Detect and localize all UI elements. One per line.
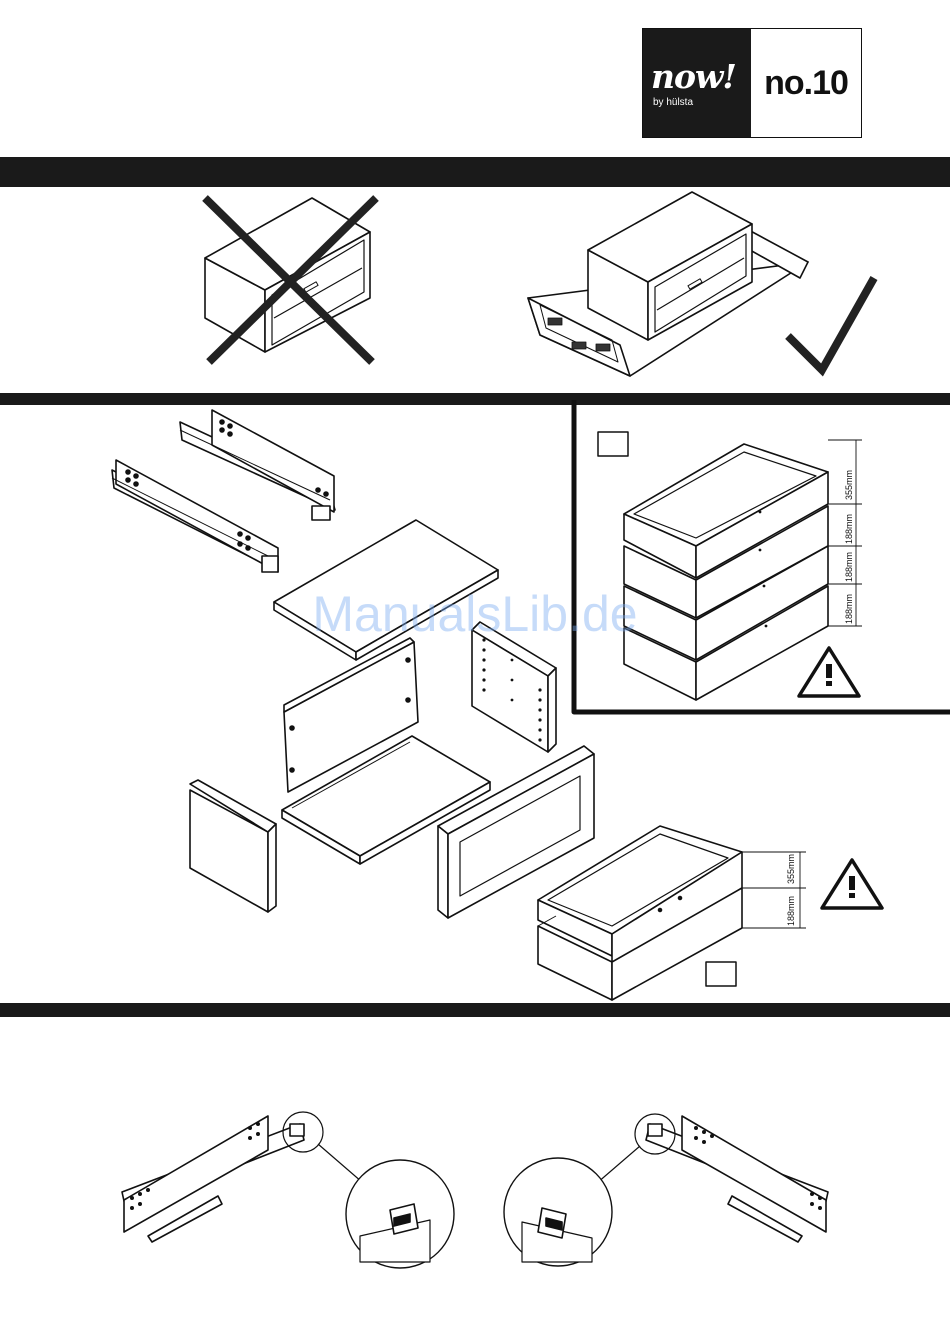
dim-label-gap-inset: 355mm xyxy=(844,470,854,500)
drawer-slide-top xyxy=(180,410,335,520)
dim-label-height-inset-1: 188mm xyxy=(844,514,854,544)
step-box-lower xyxy=(706,962,736,986)
side-panel-left xyxy=(190,780,276,912)
cabinet-on-packaging-right xyxy=(528,192,808,376)
check-mark-icon xyxy=(788,278,874,370)
step-box-inset xyxy=(598,432,628,456)
dim-label-height-inset-2: 188mm xyxy=(844,552,854,582)
warning-triangle-icon xyxy=(799,648,859,696)
dim-label-gap-lower: 355mm xyxy=(786,854,796,884)
side-panel-right xyxy=(472,622,556,752)
dim-label-height-inset-3: 188mm xyxy=(844,594,854,624)
drawer-stack-three xyxy=(624,444,828,700)
slide-right-detail xyxy=(504,1114,828,1266)
dim-label-height-lower: 188mm xyxy=(786,896,796,926)
drawer-slide-bottom xyxy=(112,460,278,572)
top-panel xyxy=(274,520,498,660)
slide-left-detail xyxy=(122,1112,454,1268)
warning-triangle-icon xyxy=(822,860,882,908)
dimension-lines-two xyxy=(742,852,806,928)
